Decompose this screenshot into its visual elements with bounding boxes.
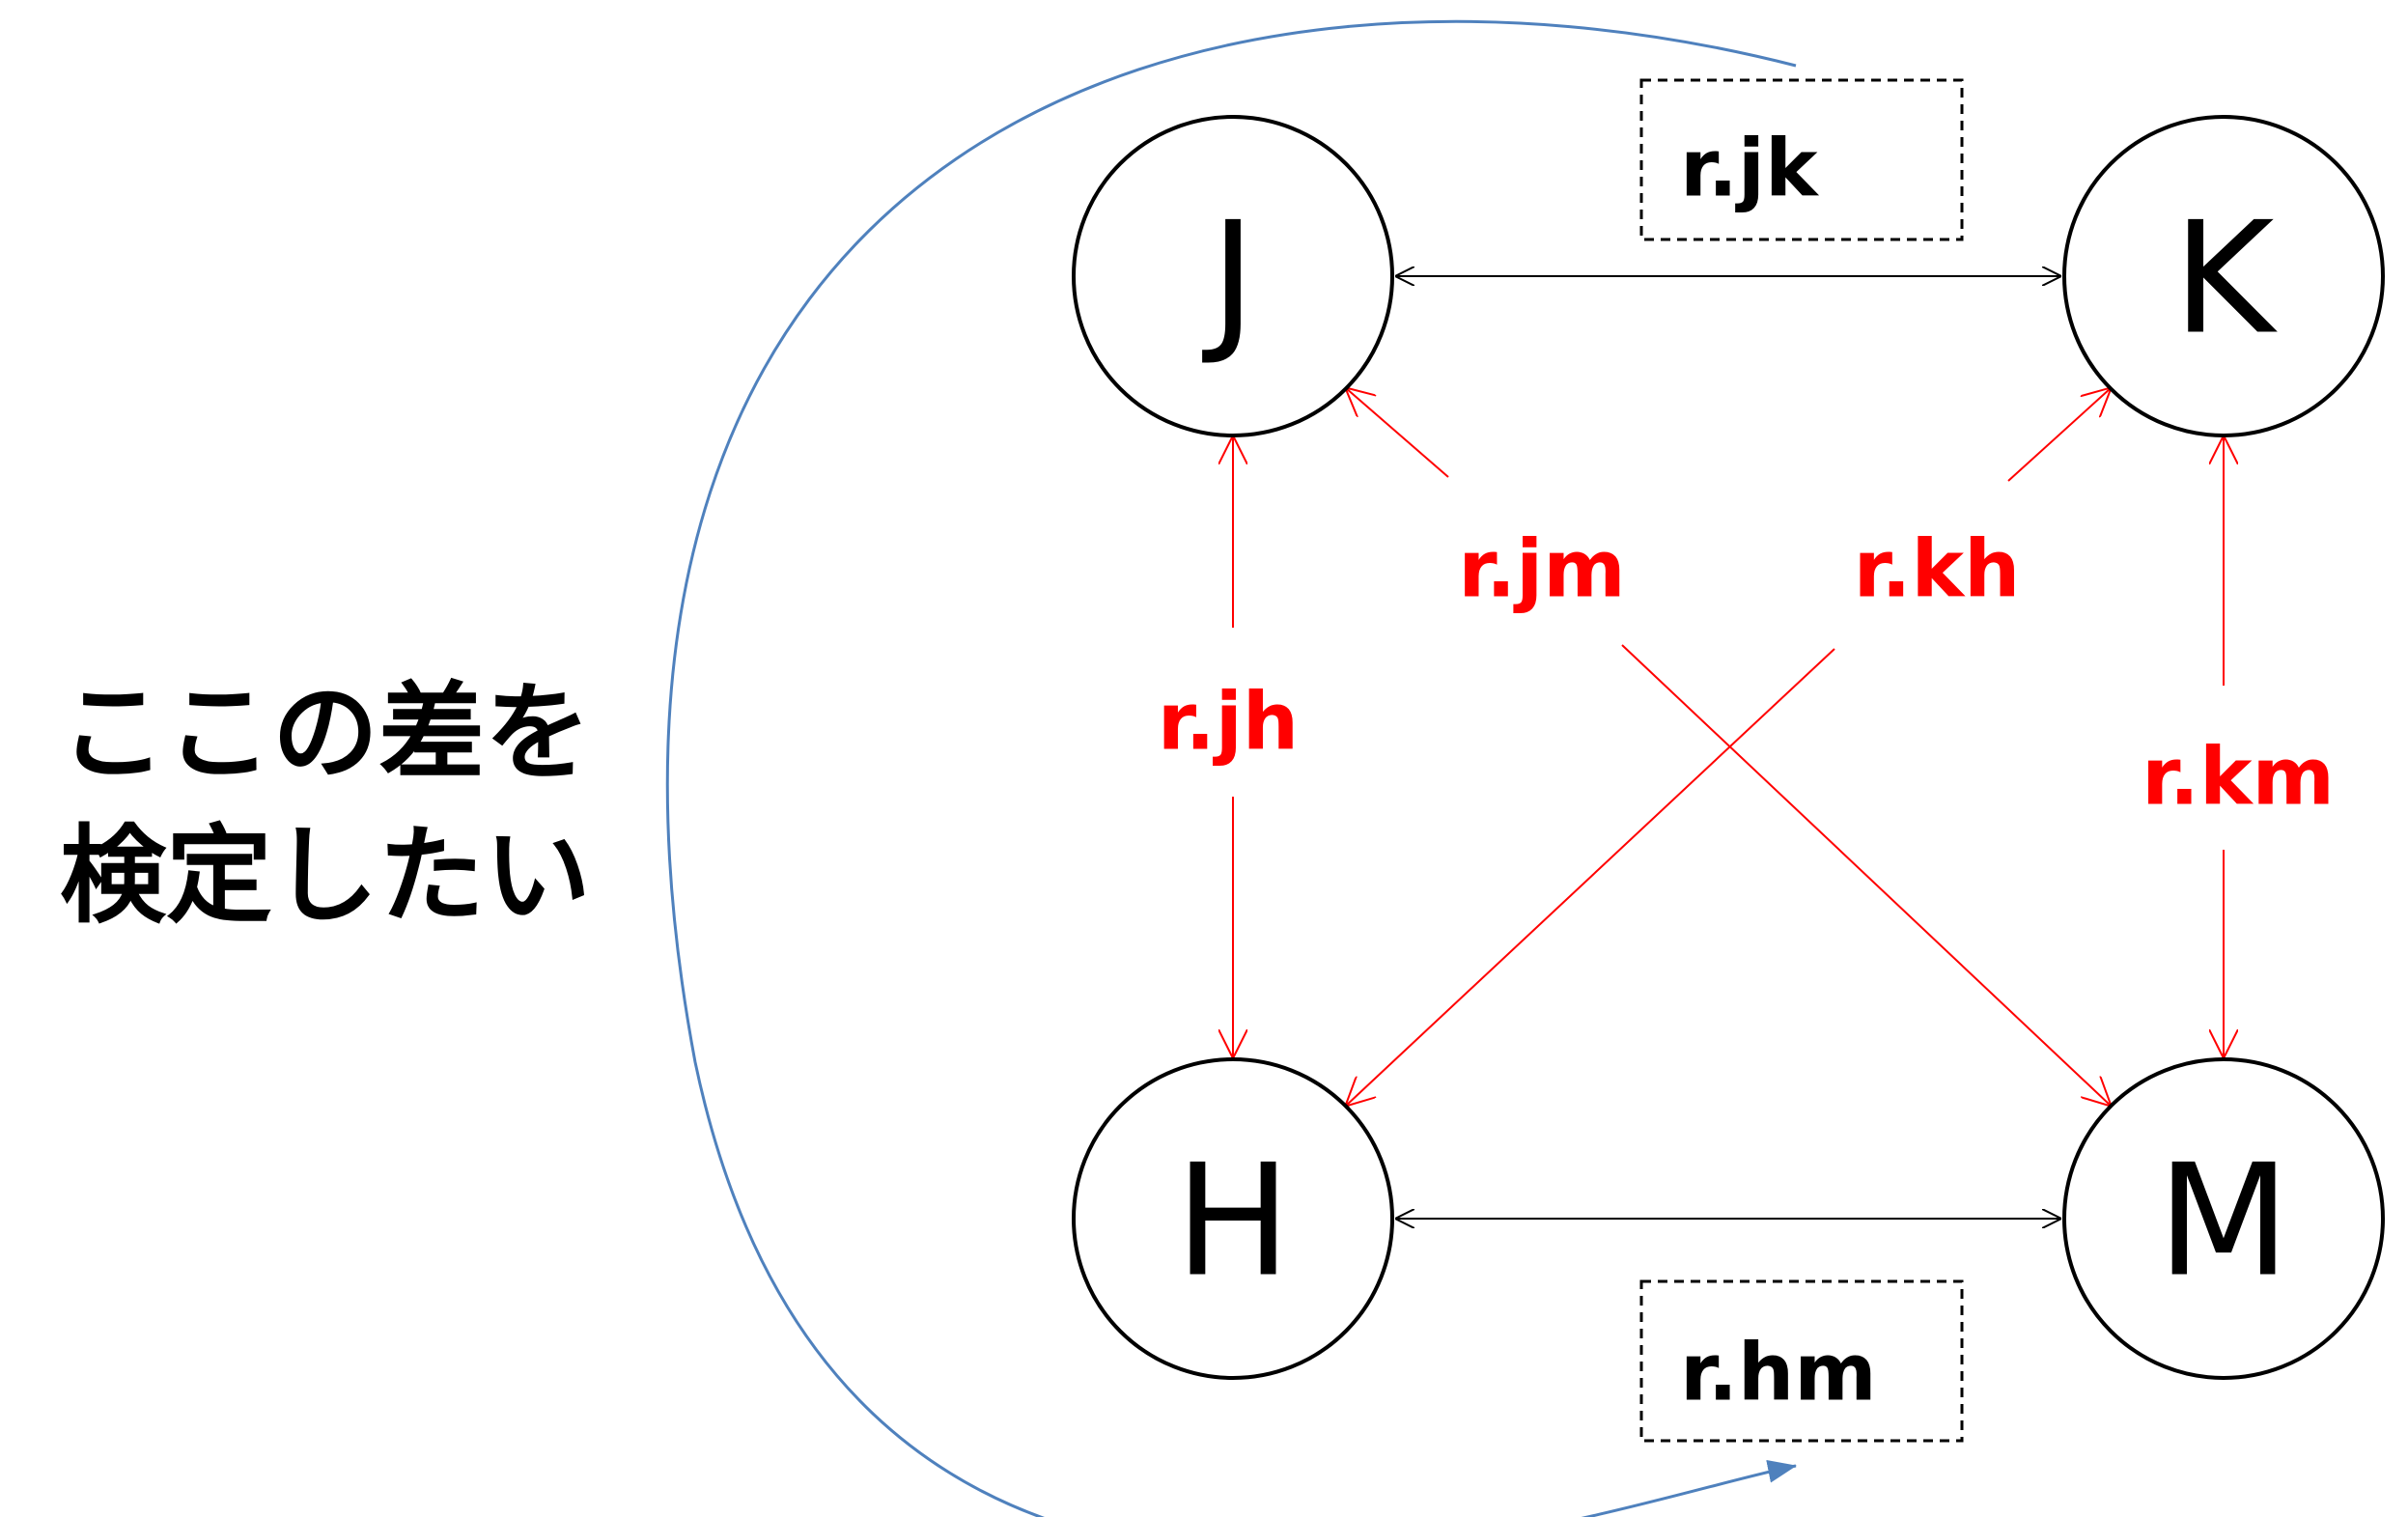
node-k: K: [2062, 115, 2385, 437]
node-m-label: M: [2157, 1131, 2290, 1311]
edge-k-h-lower: [1346, 648, 1835, 1106]
edge-label-km: r.km: [2142, 732, 2335, 824]
note-line-2: 検定したい: [60, 814, 591, 938]
edge-k-h-upper: [2007, 388, 2111, 482]
edge-label-kh: r.kh: [1854, 524, 2021, 616]
edge-label-hm: r.hm: [1680, 1328, 1877, 1419]
rhm-label-box: [1639, 1279, 1964, 1443]
comparison-arrow: [665, 19, 1797, 1517]
node-j-label: J: [1201, 188, 1255, 369]
edge-label-jm: r.jm: [1458, 524, 1625, 616]
test-difference-note: ここの差を 検定したい: [60, 661, 591, 947]
node-m: M: [2062, 1057, 2385, 1380]
edge-label-jk: r.jk: [1680, 124, 1820, 215]
node-k-label: K: [2173, 188, 2279, 369]
edge-j-m-lower: [1621, 644, 2111, 1106]
node-j: J: [1072, 115, 1394, 437]
node-h-label: H: [1175, 1131, 1291, 1311]
edge-j-m-upper: [1346, 388, 1449, 478]
node-h: H: [1072, 1057, 1394, 1380]
note-line-1: ここの差を: [60, 671, 591, 795]
rjk-label-box: [1639, 78, 1964, 241]
edge-label-jh: r.jh: [1158, 677, 1299, 769]
